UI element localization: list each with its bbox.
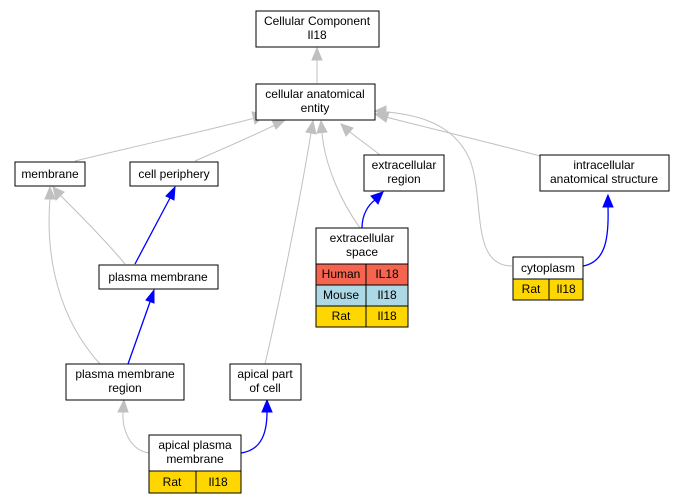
node-membrane-label: membrane bbox=[21, 167, 79, 181]
edge-apical-pm-to-pm-region bbox=[122, 411, 150, 454]
edge-intracellular-to-anatomical bbox=[385, 116, 541, 157]
node-root[interactable]: Cellular Component Il18 bbox=[255, 10, 380, 48]
node-anatomical-line1: cellular anatomical bbox=[265, 87, 364, 101]
annotation-gene: Il18 bbox=[377, 288, 397, 302]
node-apical-part-of-cell[interactable]: apical part of cell bbox=[229, 363, 302, 401]
edge-membrane-to-anatomical bbox=[74, 117, 256, 162]
annotation-gene: Il18 bbox=[377, 309, 397, 323]
annotation-gene: Il18 bbox=[556, 282, 576, 296]
arrowhead bbox=[44, 185, 56, 200]
node-ext-region-line2: region bbox=[387, 172, 420, 186]
node-apical-part-line1: apical part bbox=[237, 367, 293, 381]
arrowhead bbox=[117, 398, 129, 413]
arrowhead bbox=[311, 46, 323, 61]
node-cellular-anatomical-entity[interactable]: cellular anatomical entity bbox=[255, 83, 376, 121]
arrowhead bbox=[340, 123, 354, 137]
node-intracellular-anatomical-structure[interactable]: intracellular anatomical structure bbox=[539, 154, 670, 192]
annotation-species: Mouse bbox=[323, 288, 359, 302]
arrowhead bbox=[602, 193, 614, 208]
edge-apical-pm-part-of-apical-part bbox=[240, 411, 268, 454]
node-cytoplasm[interactable]: cytoplasm Rat Il18 bbox=[512, 256, 584, 301]
node-apical-pm-line2: membrane bbox=[166, 452, 224, 466]
node-extracellular-region[interactable]: extracellular region bbox=[363, 154, 445, 192]
annotation-gene: IL18 bbox=[375, 267, 399, 281]
node-pm-region-line1: plasma membrane bbox=[75, 367, 175, 381]
edge-extracellular-region-to-anatomical bbox=[349, 131, 381, 156]
node-pm-region-line2: region bbox=[108, 381, 141, 395]
edge-plasma-membrane-part-of-periphery bbox=[134, 197, 171, 265]
node-plasma-membrane[interactable]: plasma membrane bbox=[98, 264, 219, 290]
arrowhead bbox=[370, 191, 384, 205]
edge-pm-region-part-of-plasma-membrane bbox=[127, 301, 151, 365]
edge-apical-part-to-anatomical bbox=[264, 132, 312, 365]
arrowhead bbox=[145, 288, 155, 304]
node-periphery-label: cell periphery bbox=[138, 167, 209, 181]
node-anatomical-line2: entity bbox=[301, 101, 330, 115]
node-ext-region-line1: extracellular bbox=[372, 158, 437, 172]
arrowhead bbox=[373, 105, 387, 117]
annotation-species: Human bbox=[322, 267, 361, 281]
annotation-species: Rat bbox=[163, 475, 182, 489]
node-plasma-membrane-region[interactable]: plasma membrane region bbox=[65, 363, 185, 401]
node-cytoplasm-label: cytoplasm bbox=[521, 261, 575, 275]
edge-cytoplasm-part-of-intracellular bbox=[582, 206, 609, 267]
node-ext-space-line2: space bbox=[346, 245, 378, 259]
annotation-gene-cell bbox=[365, 305, 409, 328]
arrowhead bbox=[261, 398, 273, 413]
annotation-species: Rat bbox=[332, 309, 351, 323]
edge-plasma-membrane-to-membrane bbox=[59, 194, 126, 265]
node-apical-plasma-membrane[interactable]: apical plasma membrane Rat Il18 bbox=[148, 434, 242, 494]
node-membrane[interactable]: membrane bbox=[14, 161, 86, 187]
node-plasma-membrane-label: plasma membrane bbox=[108, 270, 208, 284]
arrowhead bbox=[316, 119, 328, 134]
edge-extracellular-space-to-anatomical bbox=[321, 132, 361, 229]
node-intracellular-line2: anatomical structure bbox=[550, 172, 658, 186]
annotation-gene: Il18 bbox=[208, 475, 228, 489]
annotation-gene-cell bbox=[195, 470, 242, 494]
node-apical-pm-line1: apical plasma bbox=[158, 438, 232, 452]
annotation-gene-cell bbox=[548, 278, 584, 301]
edge-pm-region-to-membrane bbox=[48, 197, 101, 365]
edge-periphery-to-anatomical bbox=[194, 124, 276, 162]
arrowhead bbox=[165, 185, 176, 201]
node-ext-space-line1: extracellular bbox=[330, 231, 395, 245]
node-root-line2: Il18 bbox=[307, 28, 327, 42]
node-intracellular-line1: intracellular bbox=[573, 158, 634, 172]
edge-extracellular-space-part-of-region bbox=[361, 199, 376, 229]
edge-cytoplasm-to-anatomical bbox=[386, 111, 513, 267]
node-cell-periphery[interactable]: cell periphery bbox=[129, 161, 219, 187]
arrowhead bbox=[305, 119, 317, 135]
node-apical-part-line2: of cell bbox=[249, 381, 280, 395]
arrowhead bbox=[52, 186, 65, 201]
node-extracellular-space[interactable]: extracellular space Human IL18 Mouse Il1… bbox=[315, 227, 409, 328]
node-root-line1: Cellular Component bbox=[264, 14, 371, 28]
annotation-species: Rat bbox=[522, 282, 541, 296]
